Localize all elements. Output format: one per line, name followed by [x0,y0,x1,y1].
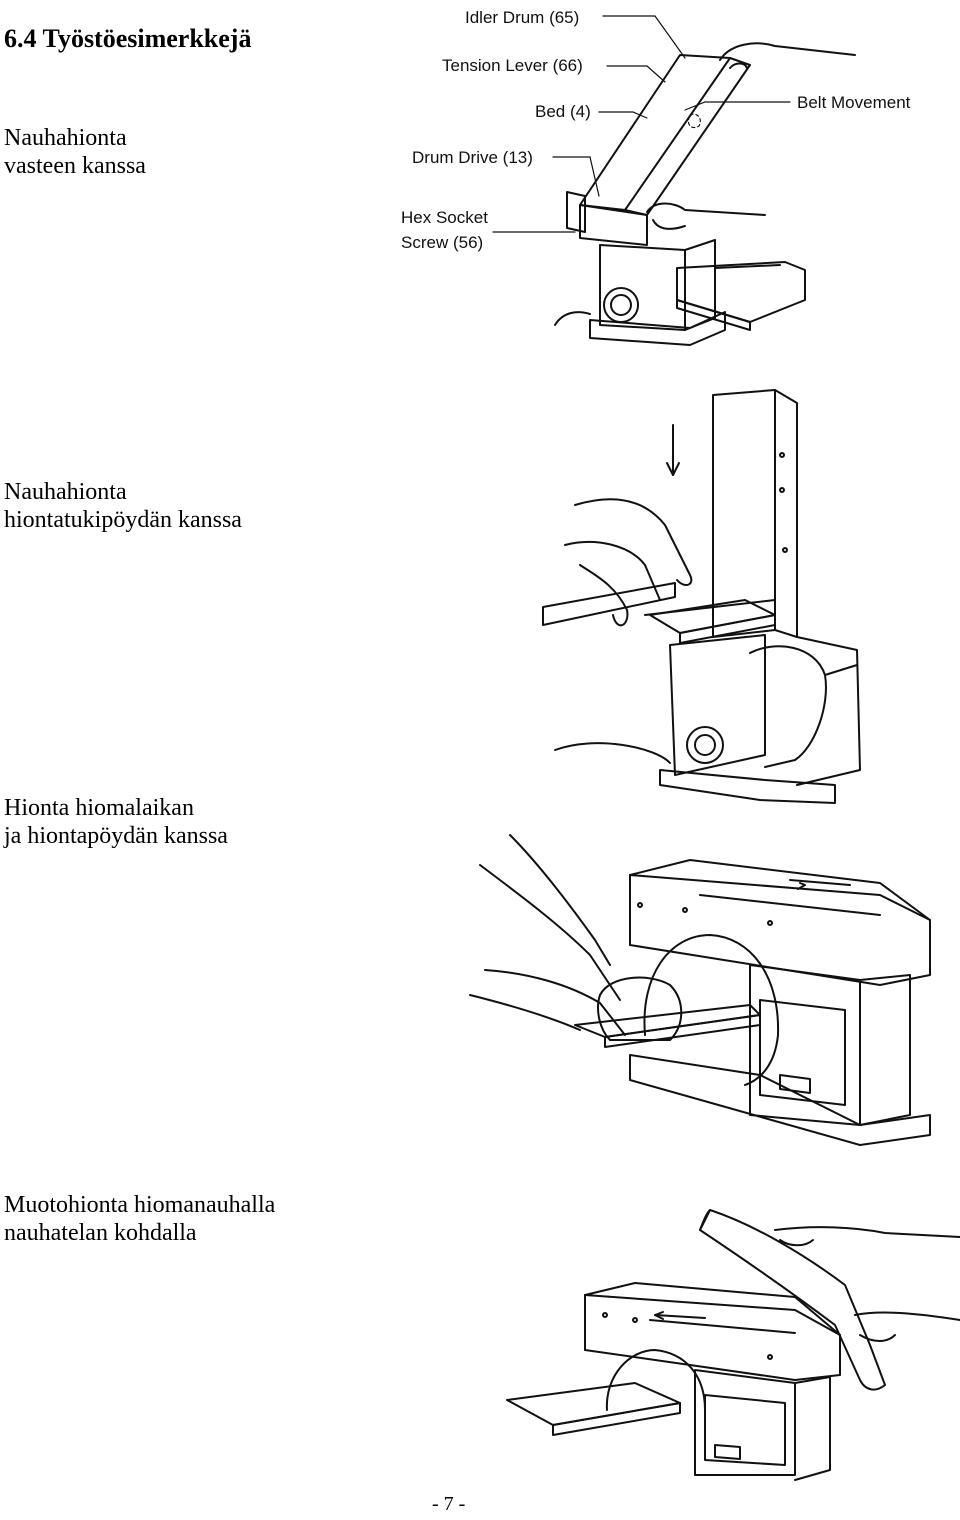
callout-belt-movement: Belt Movement [797,93,911,112]
caption-line: Nauhahionta [4,479,127,505]
callout-bed: Bed (4) [535,102,591,121]
section-2-caption: Nauhahionta hiontatukipöydän kanssa [4,478,242,534]
sander-illustration [506,1209,960,1481]
figure-disc-sander-table [469,834,931,1146]
page-heading: 6.4 Työstöesimerkkejä [4,24,252,53]
sander-illustration [554,42,856,346]
caption-line: Hionta hiomalaikan [4,795,194,821]
callout-tension-lever: Tension Lever (66) [442,56,583,75]
section-3-caption: Hionta hiomalaikan ja hiontapöydän kanss… [4,794,228,850]
sander-illustration [542,389,861,804]
figure-contour-sanding-drum [506,1209,960,1481]
caption-line: ja hiontapöydän kanssa [4,823,228,849]
figure-belt-sander-vertical: Idler Drum (65) Tension Lever (66) Bed (… [401,8,911,346]
callout-idler-drum: Idler Drum (65) [465,8,579,27]
sander-illustration [469,834,931,1146]
figure-belt-sander-support-table [542,389,861,804]
caption-line: vasteen kanssa [4,153,146,179]
callout-hex-socket-line2: Screw (56) [401,233,483,252]
callout-hex-socket-line1: Hex Socket [401,208,488,227]
section-1-caption: Nauhahionta vasteen kanssa [4,124,146,180]
caption-line: Nauhahionta [4,125,127,151]
callout-drum-drive: Drum Drive (13) [412,148,533,167]
caption-line: Muotohionta hiomanauhalla [4,1192,276,1218]
caption-line: nauhatelan kohdalla [4,1220,197,1246]
callout-leaders [492,15,791,233]
page-number: - 7 - [432,1493,466,1515]
caption-line: hiontatukipöydän kanssa [4,507,242,533]
section-4-caption: Muotohionta hiomanauhalla nauhatelan koh… [4,1191,275,1247]
